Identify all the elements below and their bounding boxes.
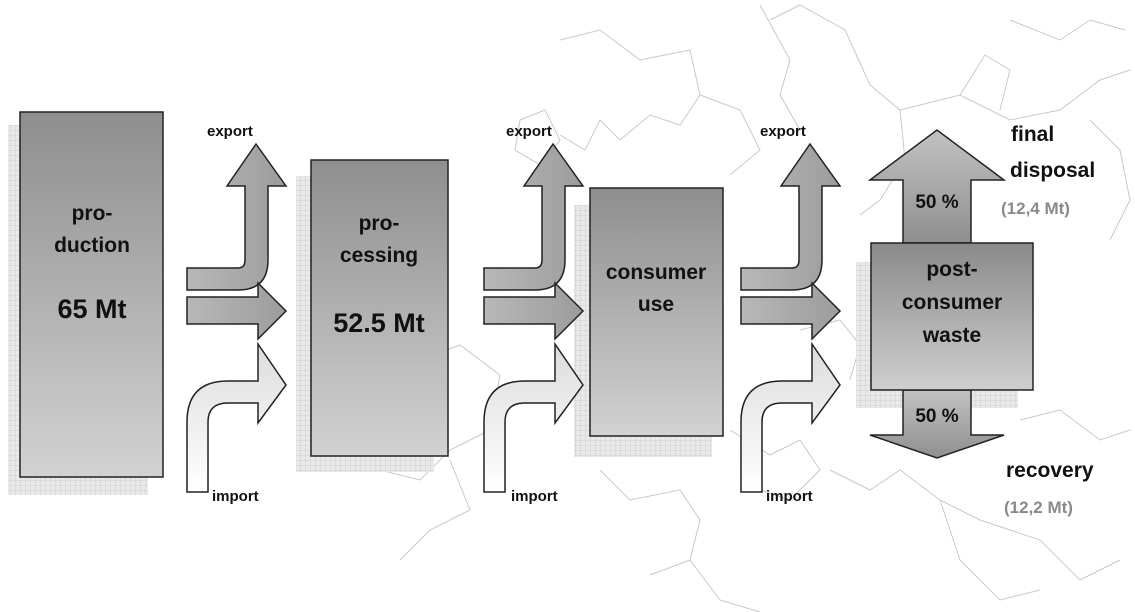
flow-group-2: export import bbox=[483, 123, 585, 505]
import-arrow-1 bbox=[186, 341, 287, 493]
disposal-share: 50 % bbox=[915, 192, 958, 213]
recovery-arrow bbox=[869, 389, 1005, 459]
output-labels: final disposal (12,4 Mt) recovery (12,2 … bbox=[1001, 123, 1095, 517]
processing-value: 52.5 Mt bbox=[333, 308, 425, 338]
consumer-use-box bbox=[589, 187, 724, 437]
map-background bbox=[359, 4, 1131, 612]
stage-post-consumer-waste: 50 % 50 % post- consumer waste bbox=[856, 129, 1034, 459]
waste-box bbox=[870, 242, 1034, 391]
stage-consumer-use: consumer use bbox=[574, 187, 724, 457]
recovery-label: recovery bbox=[1006, 459, 1094, 482]
import-label-1: import bbox=[212, 488, 259, 505]
disposal-label-line2: disposal bbox=[1010, 159, 1095, 182]
disposal-arrow bbox=[867, 129, 1007, 244]
production-box bbox=[19, 111, 164, 478]
processing-label-line2: cessing bbox=[340, 244, 418, 267]
processing-box bbox=[310, 159, 449, 457]
import-label-3: import bbox=[766, 488, 813, 505]
production-label-line2: duction bbox=[54, 234, 130, 257]
recovery-share: 50 % bbox=[915, 406, 958, 427]
export-label-2: export bbox=[506, 123, 552, 140]
import-arrow-2 bbox=[483, 341, 584, 493]
recovery-amount: (12,2 Mt) bbox=[1004, 498, 1073, 517]
flow-group-3: export import bbox=[740, 123, 842, 505]
waste-label-line1: post- bbox=[926, 258, 977, 281]
production-value: 65 Mt bbox=[57, 294, 126, 324]
flow-group-1: export import bbox=[186, 123, 288, 505]
disposal-label-line1: final bbox=[1011, 123, 1054, 146]
processing-label-line1: pro- bbox=[359, 212, 400, 235]
import-label-2: import bbox=[511, 488, 558, 505]
disposal-amount: (12,4 Mt) bbox=[1001, 199, 1070, 218]
export-arrow-2 bbox=[483, 142, 585, 291]
consumer-use-label-line2: use bbox=[638, 293, 674, 316]
export-label-3: export bbox=[760, 123, 806, 140]
export-arrow-3 bbox=[740, 142, 842, 291]
main-flow-arrow-3 bbox=[740, 281, 842, 341]
import-arrow-3 bbox=[740, 341, 841, 493]
export-label-1: export bbox=[207, 123, 253, 140]
stage-processing: pro- cessing 52.5 Mt bbox=[296, 159, 449, 472]
waste-label-line2: consumer bbox=[902, 291, 1002, 314]
production-label-line1: pro- bbox=[72, 202, 113, 225]
main-flow-arrow-2 bbox=[483, 281, 585, 341]
waste-label-line3: waste bbox=[922, 324, 981, 347]
consumer-use-label-line1: consumer bbox=[606, 261, 706, 284]
stage-production: pro- duction 65 Mt bbox=[8, 111, 164, 495]
main-flow-arrow-1 bbox=[186, 281, 288, 341]
export-arrow-1 bbox=[186, 142, 288, 291]
